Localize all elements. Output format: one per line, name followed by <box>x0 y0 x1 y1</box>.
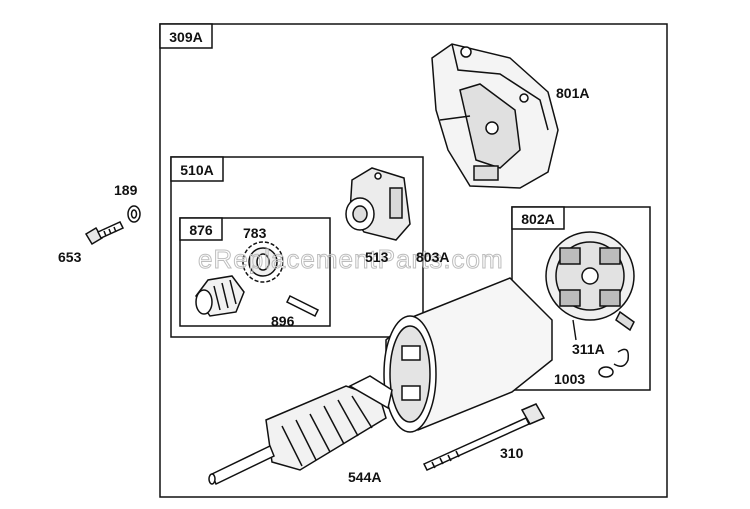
assembly-box-876 <box>179 217 331 327</box>
assembly-box-309a-label: 309A <box>169 29 202 45</box>
brush-end-cap-802a <box>545 231 635 332</box>
screw-653 <box>84 221 125 246</box>
assembly-box-876-tag <box>179 217 223 241</box>
drive-spring-assembly <box>195 275 245 317</box>
armature-544a <box>208 375 393 486</box>
part-label-803a: 803A <box>416 249 449 265</box>
part-label-801a: 801A <box>556 85 589 101</box>
pinion-gear-783 <box>242 241 284 283</box>
part-label-783: 783 <box>243 225 267 241</box>
part-label-311a: 311A <box>572 341 605 357</box>
assembly-box-510a-label: 510A <box>180 162 213 178</box>
assembly-box-510a <box>170 156 424 338</box>
assembly-box-876-label: 876 <box>189 222 213 238</box>
assembly-box-802a-label: 802A <box>521 211 554 227</box>
roll-pin-896 <box>285 294 320 318</box>
part-label-653: 653 <box>58 249 82 265</box>
leader-lines <box>572 319 577 341</box>
lock-washer-189 <box>127 205 141 223</box>
part-label-513: 513 <box>365 249 389 265</box>
assembly-box-309a <box>159 23 668 498</box>
assembly-box-309a-tag <box>159 23 213 49</box>
part-label-189: 189 <box>114 182 138 198</box>
watermark: eReplacementParts.com <box>198 244 504 274</box>
drive-clutch-513 <box>345 167 411 241</box>
part-label-896: 896 <box>271 313 295 329</box>
assembly-box-802a-tag <box>511 206 565 230</box>
part-label-544a: 544A <box>348 469 381 485</box>
assembly-box-510a-tag <box>170 156 224 182</box>
field-frame-803a <box>383 277 553 433</box>
thru-bolt-310 <box>422 403 546 471</box>
retainer-1003 <box>598 348 630 378</box>
part-label-310: 310 <box>500 445 524 461</box>
part-label-1003: 1003 <box>554 371 585 387</box>
drive-end-housing-801a <box>431 43 559 189</box>
